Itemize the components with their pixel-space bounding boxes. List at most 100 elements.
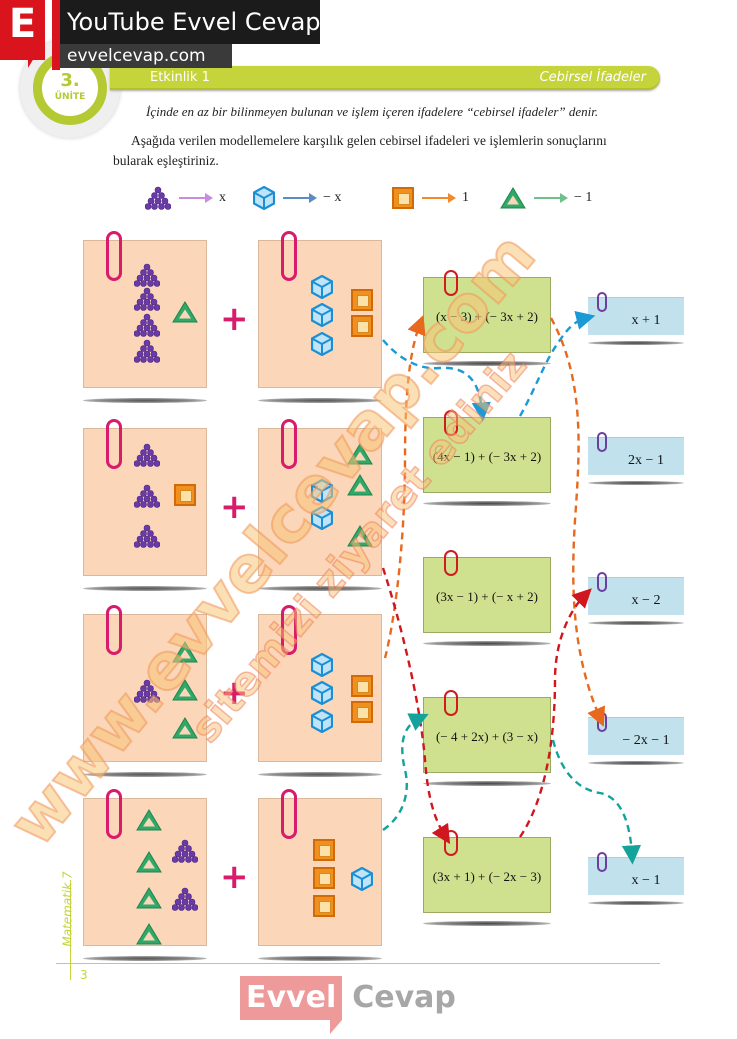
plus-sign: + [220, 673, 249, 713]
paperclip-icon [281, 231, 297, 281]
footer-divider [56, 963, 660, 964]
bottom-brand-logo[interactable]: Evvel Cevap [240, 975, 456, 1034]
expression-card[interactable]: (3x + 1) + (− 2x − 3) [423, 830, 551, 913]
brand-title[interactable]: YouTube Evvel Cevap [60, 0, 321, 44]
legend-item: 1 [392, 186, 469, 210]
orange-square-icon [313, 839, 335, 861]
legend-item: − x [252, 185, 342, 211]
paperclip-icon [597, 432, 607, 452]
paperclip-icon [444, 550, 458, 576]
green-triangle-icon [136, 809, 162, 831]
unit-label: ÜNİTE [54, 92, 86, 102]
orange-square-icon [392, 187, 414, 209]
logo-part-evvel: Evvel [240, 976, 343, 1034]
legend-value: − x [323, 190, 342, 205]
result-card[interactable]: x + 1 [588, 292, 684, 335]
model-card-right [258, 419, 382, 576]
card-shadow [83, 398, 207, 403]
activity-label: Etkinlik 1 [150, 70, 210, 85]
arrow-right-icon [179, 193, 213, 203]
blue-cube-icon [310, 331, 334, 357]
paperclip-icon [106, 231, 122, 281]
paperclip-icon [597, 712, 607, 732]
blue-cube-icon [310, 652, 334, 678]
card-shadow [83, 772, 207, 777]
card-shadow [258, 398, 382, 403]
plus-sign: + [220, 487, 249, 527]
card-shadow [83, 586, 207, 591]
purple-pyramid-icon [133, 443, 161, 467]
unit-number: 3. [60, 70, 80, 91]
result-text: x − 1 [631, 873, 661, 888]
purple-pyramid-icon [171, 887, 199, 911]
arrow-right-icon [534, 193, 568, 203]
paperclip-icon [106, 605, 122, 655]
brand-divider [52, 0, 60, 70]
paperclip-icon [281, 789, 297, 839]
paperclip-icon [597, 852, 607, 872]
paperclip-icon [106, 419, 122, 469]
legend-value: x [219, 190, 226, 205]
green-triangle-icon [500, 187, 526, 209]
footer-vertical-divider [70, 880, 71, 980]
brand-logo-icon[interactable]: E [0, 0, 45, 68]
model-card-left [83, 419, 207, 576]
result-card[interactable]: − 2x − 1 [588, 712, 684, 755]
result-card[interactable]: x − 2 [588, 572, 684, 615]
card-shadow [258, 772, 382, 777]
purple-pyramid-icon [133, 263, 161, 287]
definition-text: İçinde en az bir bilinmeyen bulunan ve i… [146, 104, 599, 119]
paperclip-icon [444, 690, 458, 716]
card-shadow [588, 341, 684, 345]
purple-pyramid-icon [144, 186, 172, 210]
result-card[interactable]: x − 1 [588, 852, 684, 895]
green-triangle-icon [347, 474, 373, 496]
instruction-text-line2: bularak eşleştiriniz. [113, 153, 219, 168]
blue-cube-icon [350, 866, 374, 892]
purple-pyramid-icon [133, 679, 161, 703]
orange-arrow-1 [383, 315, 426, 659]
teal-arrow-1 [382, 713, 429, 831]
blue-cube-icon [310, 708, 334, 734]
model-card-left [83, 789, 207, 946]
model-card-right [258, 605, 382, 762]
teal-arrow-2 [551, 739, 642, 865]
orange-square-icon [351, 701, 373, 723]
card-shadow [258, 956, 382, 961]
green-triangle-icon [347, 525, 373, 547]
orange-square-icon [313, 895, 335, 917]
result-card[interactable]: 2x − 1 [588, 432, 684, 475]
card-shadow [423, 781, 551, 786]
page-number: 3 [80, 968, 88, 982]
card-shadow [83, 956, 207, 961]
expression-text: (4x − 1) + (− 3x + 2) [432, 449, 542, 464]
orange-square-icon [313, 867, 335, 889]
expression-card[interactable]: (3x − 1) + (− x + 2) [423, 550, 551, 633]
legend-value: − 1 [574, 190, 593, 205]
model-card-right [258, 231, 382, 388]
purple-pyramid-icon [171, 839, 199, 863]
expression-text: (− 4 + 2x) + (3 − x) [436, 729, 538, 744]
expression-text: (3x + 1) + (− 2x − 3) [432, 869, 542, 884]
blue-cube-icon [310, 478, 334, 504]
card-shadow [588, 621, 684, 625]
topic-label: Cebirsel İfadeler [539, 70, 646, 85]
card-shadow [423, 641, 551, 646]
card-shadow [423, 361, 551, 366]
result-text: x − 2 [631, 593, 661, 608]
expression-text: (3x − 1) + (− x + 2) [436, 589, 538, 604]
result-text: 2x − 1 [628, 453, 664, 468]
expression-card[interactable]: (− 4 + 2x) + (3 − x) [423, 690, 551, 773]
green-triangle-icon [136, 887, 162, 909]
paperclip-icon [281, 605, 297, 655]
paperclip-icon [444, 410, 458, 436]
legend-item: x [144, 186, 226, 210]
legend-item: − 1 [500, 186, 592, 210]
blue-cube-icon [252, 185, 276, 211]
brand-url-link[interactable]: evvelcevap.com [60, 44, 232, 68]
orange-square-icon [351, 675, 373, 697]
plus-sign: + [220, 299, 249, 339]
expression-card[interactable]: (4x − 1) + (− 3x + 2) [423, 410, 551, 493]
expression-card[interactable]: (x − 3) + (− 3x + 2) [423, 270, 551, 353]
card-shadow [423, 501, 551, 506]
